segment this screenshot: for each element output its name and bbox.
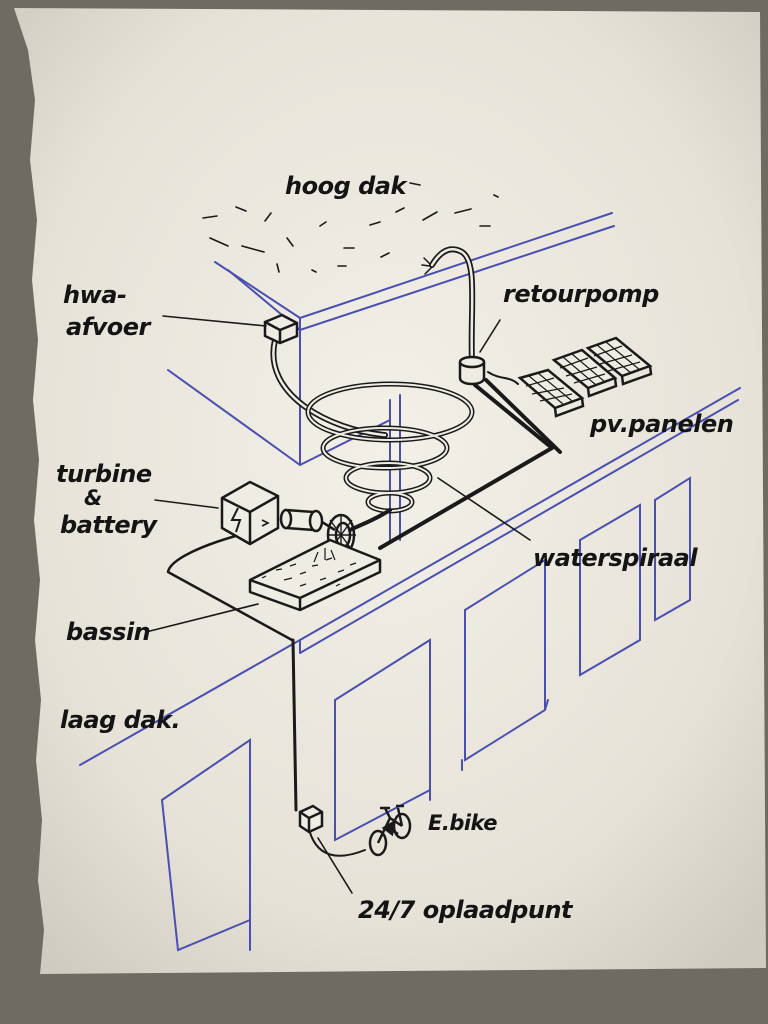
bassin-tank — [248, 538, 382, 612]
ebike-icon — [368, 804, 412, 857]
label-turbine-line3: battery — [60, 511, 158, 539]
retourpomp-unit — [458, 355, 486, 386]
lightning-bolt-icon — [230, 507, 242, 533]
label-hwa-line1: hwa- — [63, 281, 126, 309]
label-waterspiraal: waterspiraal — [533, 544, 698, 572]
label-retourpomp: retourpomp — [503, 280, 659, 308]
label-oplaadpunt: 24/7 oplaadpunt — [358, 896, 574, 924]
label-hoog-dak: hoog dak — [285, 172, 408, 200]
arrow-icon — [261, 519, 270, 527]
leader-lines — [145, 315, 531, 894]
oplaadpunt-box — [298, 804, 324, 834]
label-ebike: E.bike — [428, 811, 497, 835]
label-hwa-line2: afvoer — [66, 313, 153, 341]
label-turbine-line2: & — [84, 486, 102, 510]
label-bassin: bassin — [66, 618, 150, 646]
building-outline — [79, 212, 741, 952]
pv-panels — [517, 336, 653, 418]
label-turbine-line1: turbine — [56, 460, 152, 488]
label-pv-panelen: pv.panelen — [589, 410, 733, 438]
turbine-generator — [279, 508, 336, 533]
rain-marks — [202, 182, 499, 273]
battery-box — [220, 480, 280, 546]
pipe-system — [166, 246, 562, 857]
hwa-afvoer-box — [263, 313, 299, 345]
label-laag-dak: laag dak. — [60, 706, 180, 734]
